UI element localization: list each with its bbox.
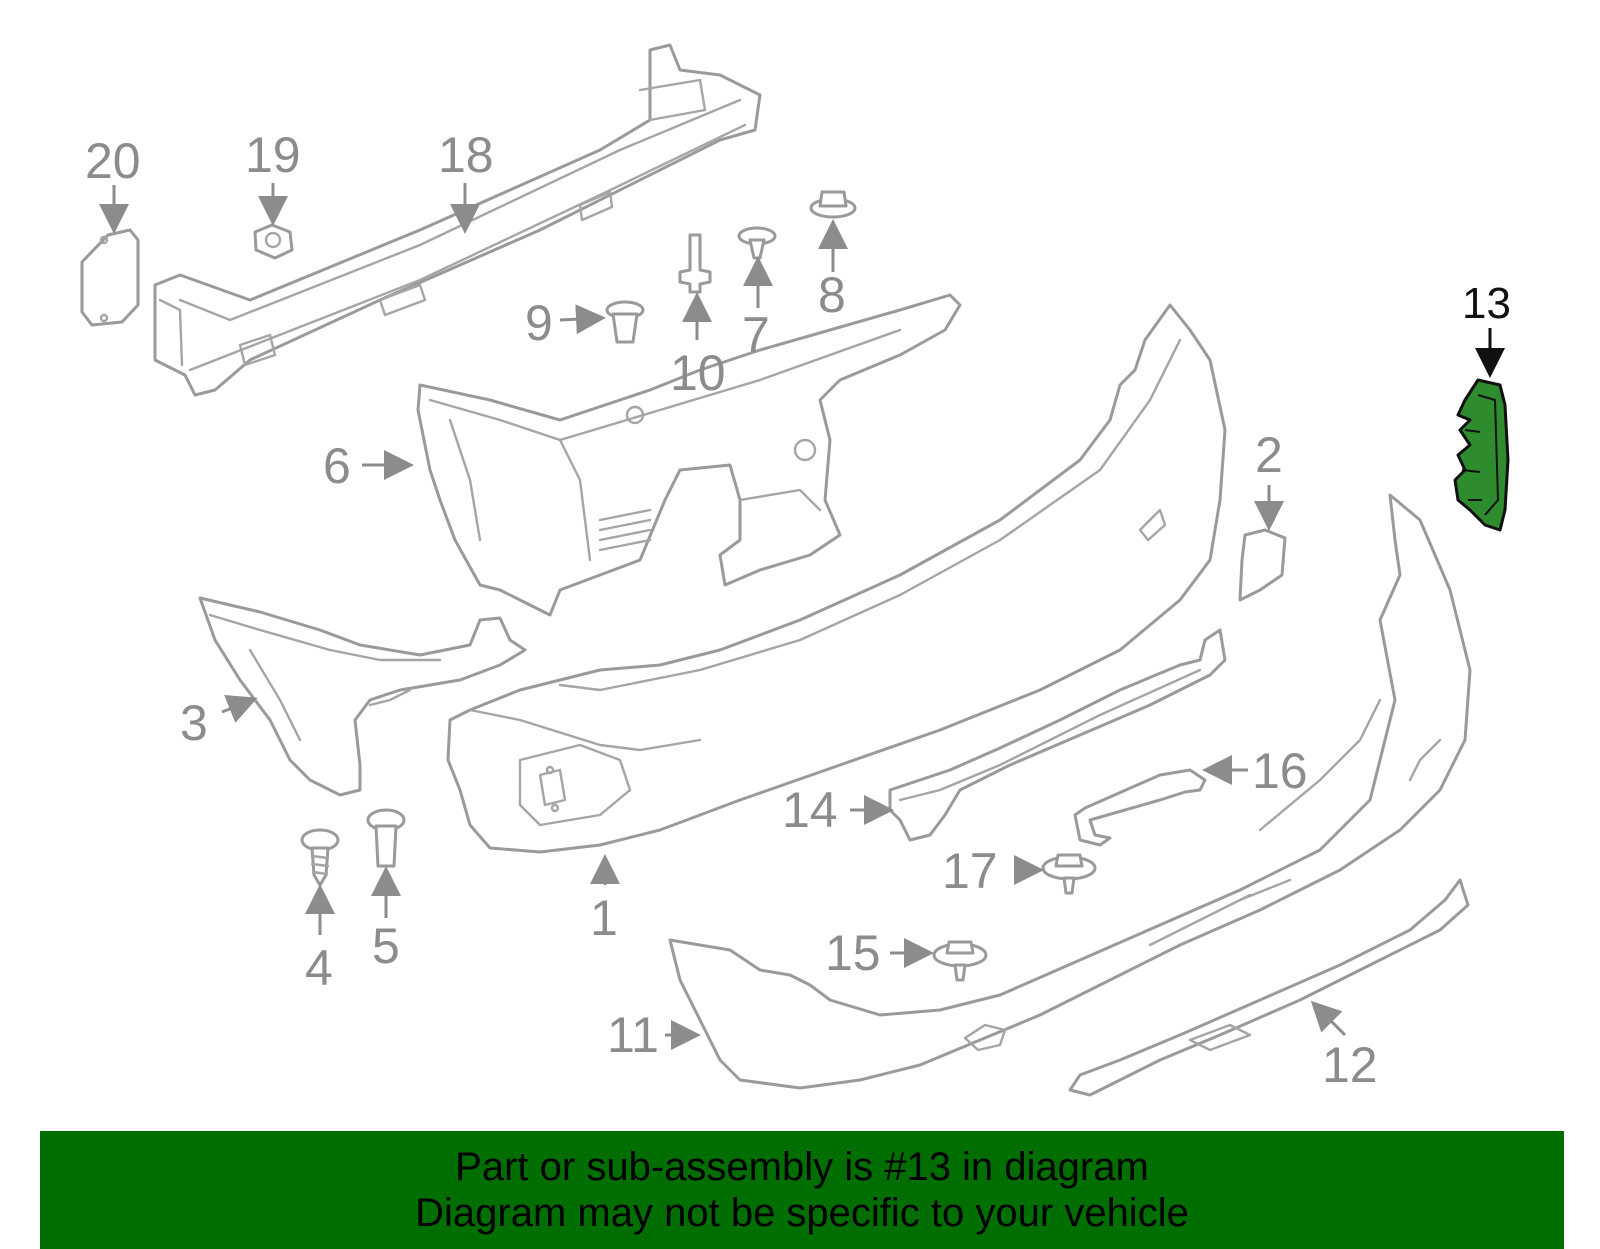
callout-16: 16 (1252, 743, 1308, 799)
part-11-lower-bumper (668, 493, 1472, 1090)
callout-14: 14 (782, 782, 838, 838)
callout-3: 3 (180, 695, 208, 751)
part-20-cover-plate (80, 228, 140, 327)
part-7-push-clip (737, 226, 777, 260)
callout-15: 15 (825, 925, 881, 981)
part-19-nut (253, 223, 294, 260)
part-3-side-bracket (198, 596, 527, 797)
callout-4: 4 (305, 940, 333, 996)
part-5-rivet (366, 808, 406, 868)
part-13-highlighted (1453, 378, 1510, 532)
callout-12: 12 (1322, 1037, 1378, 1093)
callout-6: 6 (323, 438, 351, 494)
callout-5: 5 (372, 918, 400, 974)
callout-20: 20 (85, 133, 141, 189)
banner-line-disclaimer: Diagram may not be specific to your vehi… (415, 1191, 1189, 1235)
part-2-small-cover (1238, 528, 1287, 602)
callout-9: 9 (525, 295, 553, 351)
callout-13: 13 (1462, 279, 1511, 328)
part-18-reinforcement-beam (153, 43, 762, 397)
callout-arrows (99, 183, 1505, 1050)
callout-11: 11 (607, 1007, 659, 1063)
banner-line-part-number: Part or sub-assembly is #13 in diagram (455, 1145, 1149, 1189)
callout-labels: 1 2 3 4 5 6 7 8 9 10 11 12 13 14 15 16 1… (85, 127, 1511, 1093)
callout-19: 19 (245, 127, 301, 183)
part-14-mounting-rail (888, 628, 1227, 842)
part-15-flange-nut (932, 940, 988, 982)
callout-8: 8 (818, 267, 846, 323)
callout-17: 17 (942, 843, 998, 899)
callout-18: 18 (438, 127, 494, 183)
info-banner: Part or sub-assembly is #13 in diagram D… (40, 1131, 1564, 1249)
part-17-flange-nut (1041, 853, 1097, 895)
part-4-screw (300, 828, 340, 887)
part-6-bracket-assembly (416, 293, 962, 617)
part-10-stud (678, 233, 712, 294)
callout-10: 10 (670, 345, 726, 401)
callout-1: 1 (590, 890, 618, 946)
part-8-flange-nut (809, 190, 857, 219)
part-16-bracket (1073, 768, 1207, 847)
part-12-diffuser-trim (1068, 878, 1470, 1097)
part-13-shape (1453, 378, 1510, 532)
part-9-clip (605, 300, 645, 344)
part-1-bumper-cover (446, 303, 1227, 854)
callout-7: 7 (742, 307, 770, 363)
callout-2: 2 (1255, 427, 1283, 483)
